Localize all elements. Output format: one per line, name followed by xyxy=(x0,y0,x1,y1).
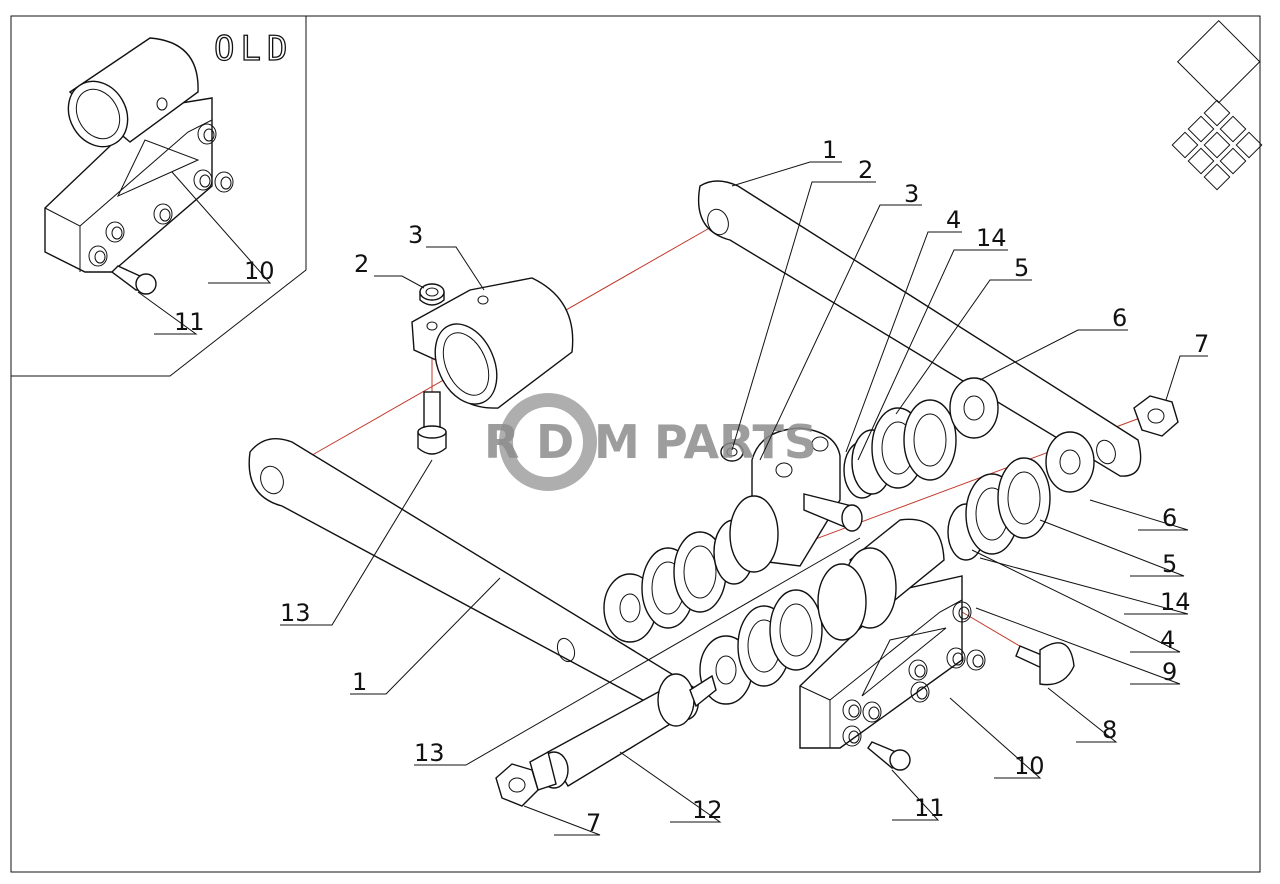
callout-5-right: 5 xyxy=(1162,550,1177,578)
bearing-stack-upper xyxy=(843,377,1095,499)
svg-text:M: M xyxy=(594,415,640,469)
svg-text:R: R xyxy=(484,415,519,469)
drawing-border xyxy=(10,15,1261,873)
callout-10-inset: 10 xyxy=(244,257,275,285)
callout-1-left: 1 xyxy=(352,668,367,696)
corner-logo xyxy=(1171,19,1263,191)
callout-8: 8 xyxy=(1102,716,1117,744)
bolt-part-11 xyxy=(867,741,911,771)
shaft-part-12 xyxy=(529,673,717,791)
callout-14-right: 14 xyxy=(1160,588,1191,616)
callout-1-top: 1 xyxy=(822,136,837,164)
callout-5-top: 5 xyxy=(1014,254,1029,282)
callout-7-bottom: 7 xyxy=(586,809,601,837)
old-bracket-assembly xyxy=(44,37,234,295)
callout-leader-lines xyxy=(137,161,1208,836)
nut-part-2-left xyxy=(419,283,445,306)
callout-7-right: 7 xyxy=(1194,330,1209,358)
callout-6-top: 6 xyxy=(1112,304,1127,332)
nut-part-7-right xyxy=(1133,395,1179,437)
bolt-part-8 xyxy=(1015,642,1075,686)
bearing-stack-lower-right xyxy=(947,457,1051,561)
callout-6-right: 6 xyxy=(1162,504,1177,532)
svg-text:D: D xyxy=(536,415,574,469)
callout-2-left: 2 xyxy=(354,250,369,278)
callout-13-left: 13 xyxy=(280,599,311,627)
callout-2-top: 2 xyxy=(858,156,873,184)
arm-part-1-upper xyxy=(698,180,1142,477)
rdm-parts-watermark: R D M PARTS xyxy=(484,393,817,491)
old-inset-border xyxy=(11,16,307,377)
bolt-part-13-vertical xyxy=(417,391,447,455)
arm-part-1-lower xyxy=(248,438,700,721)
clamp-tube-part-3 xyxy=(411,277,574,409)
callout-11-inset: 11 xyxy=(174,308,205,336)
callout-numbers: 1 2 3 4 14 5 6 7 3 2 13 1 13 7 12 11 10 … xyxy=(174,136,1209,837)
bearing-stack-left xyxy=(603,495,779,643)
callout-4-top: 4 xyxy=(946,206,961,234)
callout-13-bottom: 13 xyxy=(414,739,445,767)
callout-9: 9 xyxy=(1162,658,1177,686)
nut-part-2-right xyxy=(720,442,744,462)
callout-14-top: 14 xyxy=(976,224,1007,252)
callout-3-left: 3 xyxy=(408,221,423,249)
callout-3-top: 3 xyxy=(904,180,919,208)
callout-12: 12 xyxy=(692,796,723,824)
nut-part-7-bottom xyxy=(495,763,539,807)
callout-11: 11 xyxy=(914,794,945,822)
svg-text:PARTS: PARTS xyxy=(654,415,817,469)
callout-10: 10 xyxy=(1014,752,1045,780)
callout-4-right: 4 xyxy=(1160,626,1175,654)
old-inset-label: OLD xyxy=(214,29,293,69)
